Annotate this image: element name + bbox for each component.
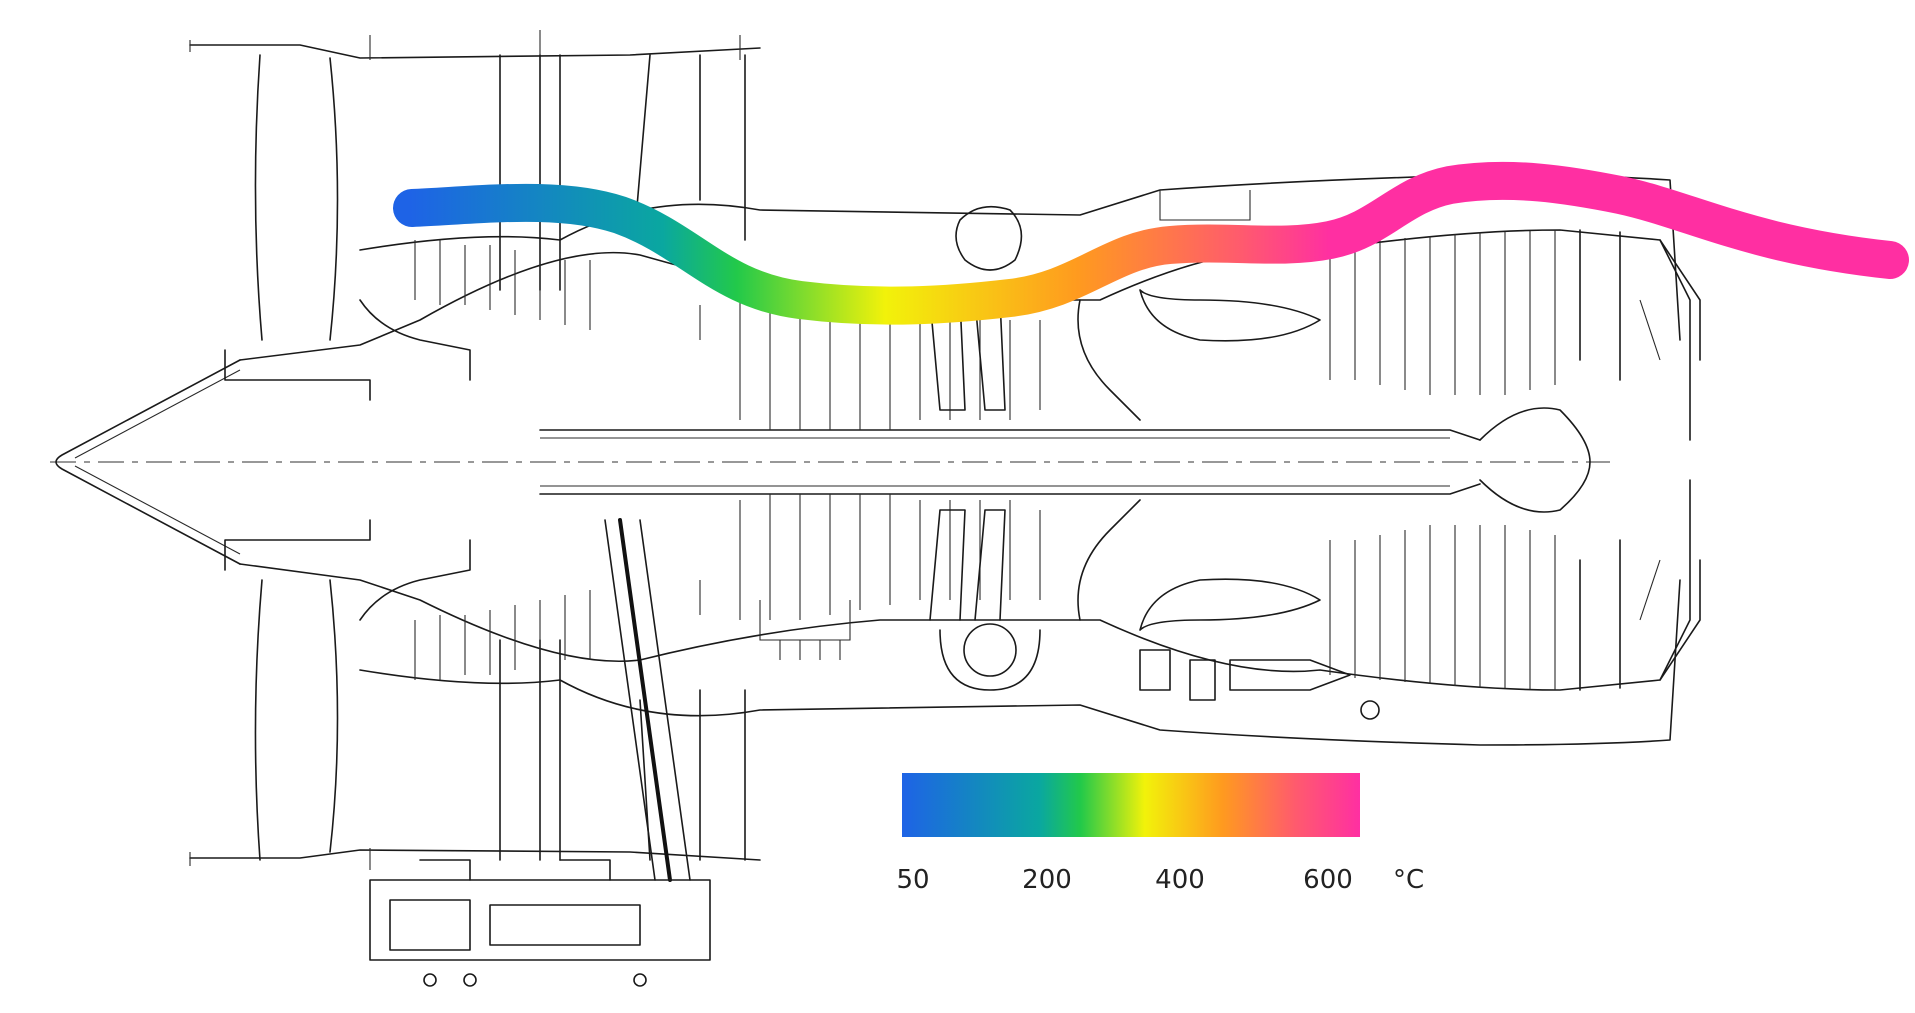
- accessory-gearbox: [369, 518, 711, 987]
- colorbar-unit-label: °C: [1393, 865, 1424, 895]
- compressor-stages: [414, 240, 1041, 680]
- fan-casing: [189, 44, 761, 861]
- turbine-stages: [1329, 229, 1621, 691]
- combustor: [1077, 289, 1321, 631]
- temperature-flow-band: [393, 161, 1909, 325]
- colorbar-tick-600: 600: [1303, 865, 1353, 895]
- top-accessory: [955, 205, 1023, 271]
- tail-cone: [1479, 407, 1591, 513]
- fan-blades: [254, 54, 339, 861]
- core-casing-upper: [239, 229, 1691, 441]
- colorbar-tick-labels: 50 200 400 600: [896, 865, 1352, 895]
- colorbar-tick-50: 50: [896, 865, 929, 895]
- colorbar: 50 200 400 600 °C: [896, 773, 1424, 895]
- colorbar-rect: [902, 773, 1360, 837]
- shaft: [539, 429, 1481, 495]
- fuel-control-unit: [939, 623, 1380, 720]
- bypass-duct-lower: [359, 579, 1681, 746]
- colorbar-tick-200: 200: [1022, 865, 1072, 895]
- colorbar-tick-400: 400: [1155, 865, 1205, 895]
- bypass-struts: [499, 54, 746, 861]
- engine-cross-section: [50, 30, 1701, 987]
- core-casing-lower: [239, 479, 1691, 691]
- nose-cone: [55, 359, 241, 565]
